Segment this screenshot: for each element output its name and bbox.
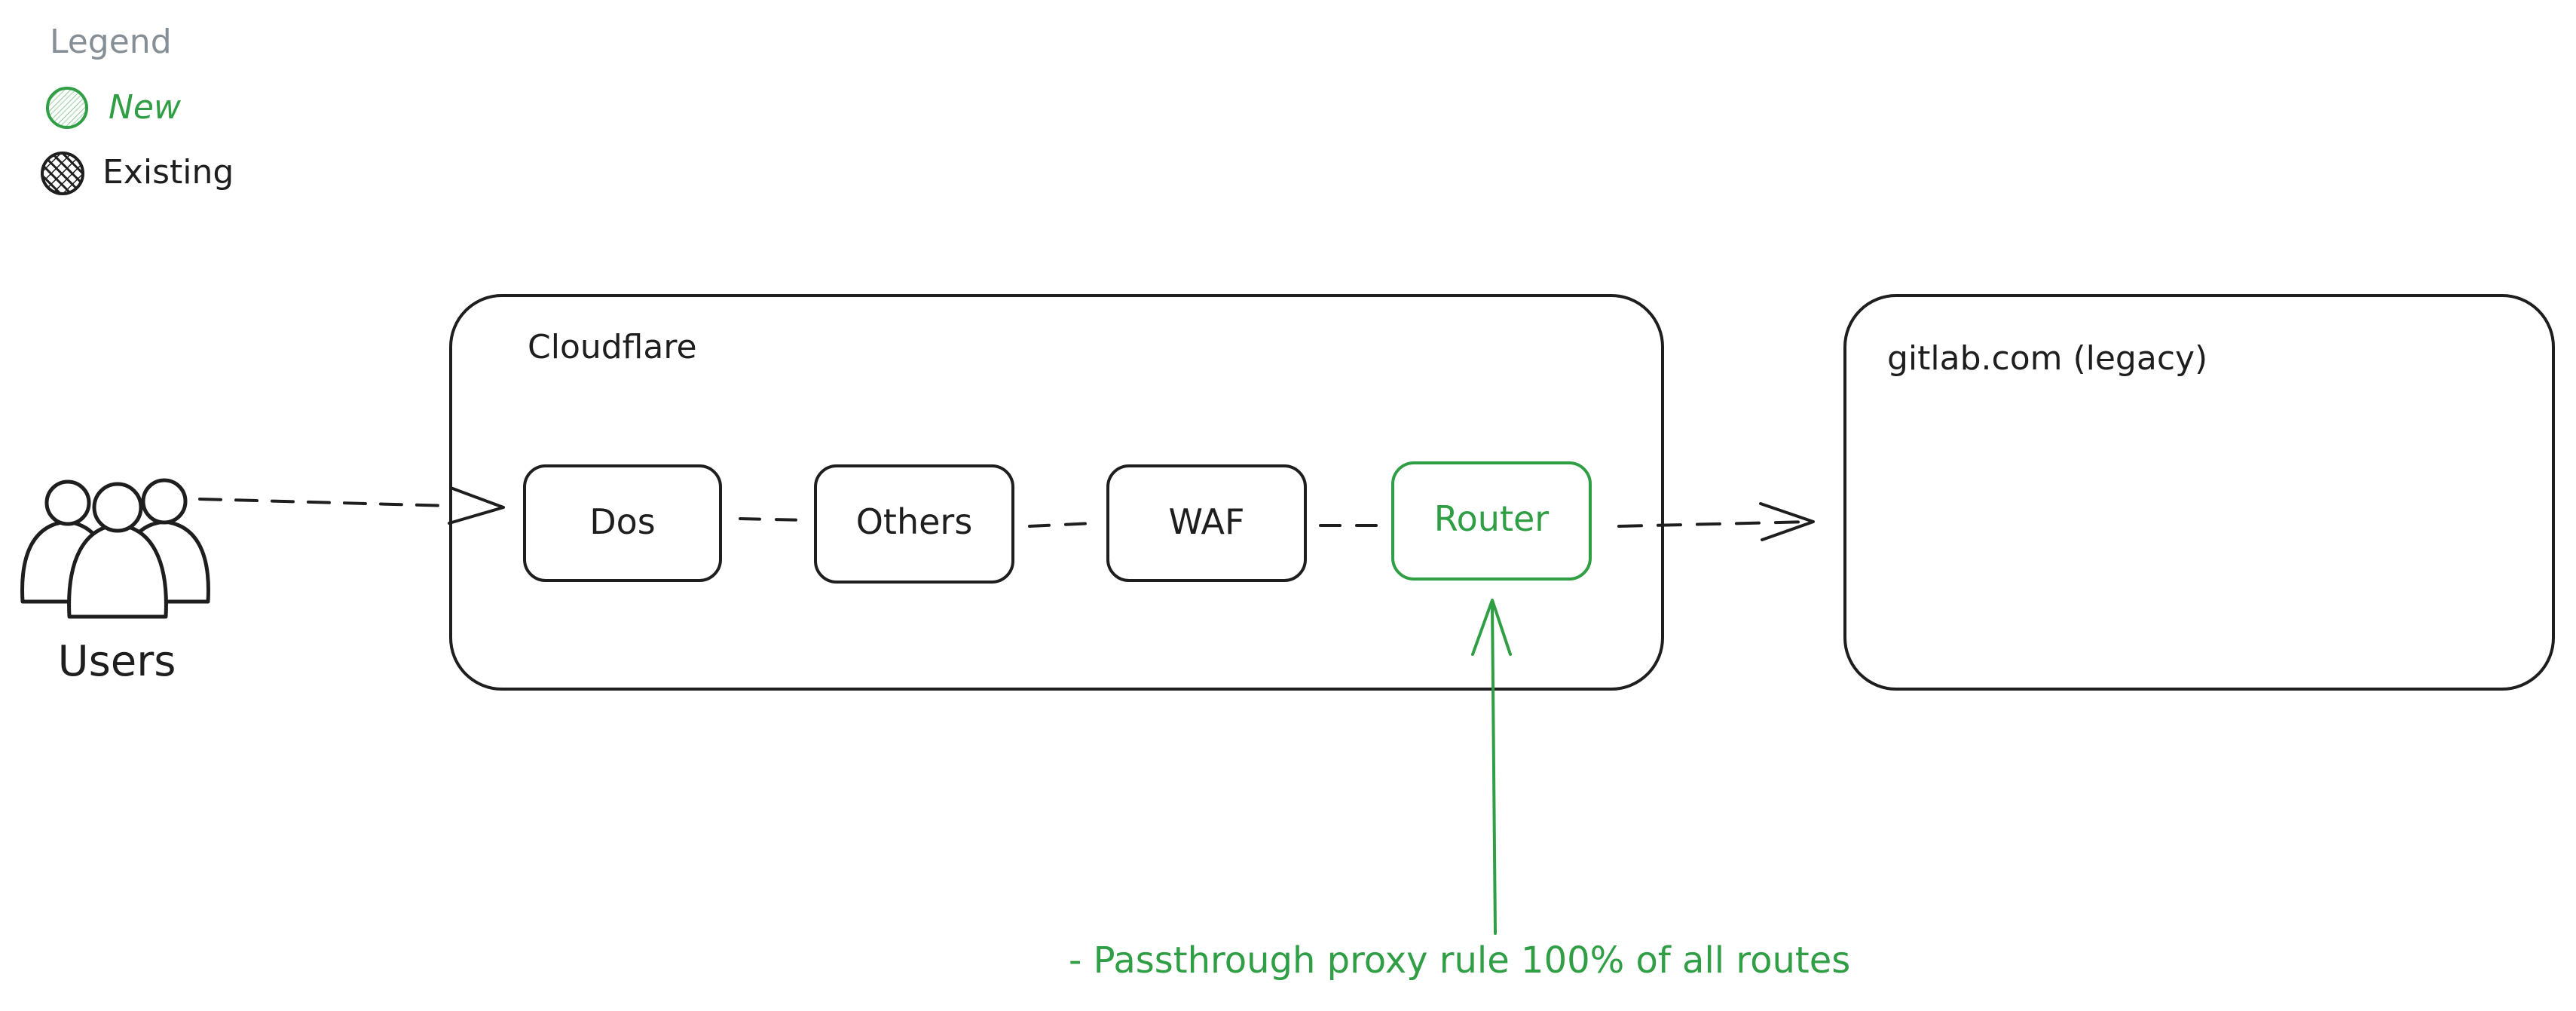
component-others-label: Others	[856, 501, 973, 542]
legend-item-new: New	[46, 87, 182, 129]
annotation-text: - Passthrough proxy rule 100% of all rou…	[1069, 939, 1850, 982]
component-dos: Dos	[523, 464, 722, 582]
annotation-arrow	[1471, 599, 1512, 935]
component-waf: WAF	[1106, 464, 1307, 582]
users-to-cloudflare-arrow	[198, 486, 505, 525]
component-connectors	[739, 517, 1382, 528]
legend-existing-label: Existing	[102, 153, 234, 191]
component-router-label: Router	[1434, 498, 1550, 539]
component-dos-label: Dos	[589, 501, 656, 542]
component-router: Router	[1391, 461, 1592, 581]
legend-existing-swatch-icon	[41, 152, 84, 195]
legend-item-existing: Existing	[41, 152, 234, 195]
legend-new-swatch-icon	[46, 87, 88, 129]
cloudflare-label: Cloudflare	[528, 328, 697, 366]
component-others: Others	[814, 464, 1014, 584]
cloudflare-container: Cloudflare Dos Others WAF Router	[449, 294, 1664, 691]
users-actor: Users	[20, 478, 210, 686]
legend-title: Legend	[50, 23, 172, 61]
legend-new-label: New	[109, 88, 182, 127]
users-label: Users	[58, 637, 176, 686]
component-waf-label: WAF	[1169, 501, 1245, 542]
legacy-label: gitlab.com (legacy)	[1887, 339, 2207, 378]
router-to-legacy-arrow	[1617, 502, 1815, 541]
legacy-container: gitlab.com (legacy)	[1843, 294, 2555, 691]
users-group-icon	[20, 478, 210, 619]
legend: Legend New Existing	[41, 23, 234, 195]
